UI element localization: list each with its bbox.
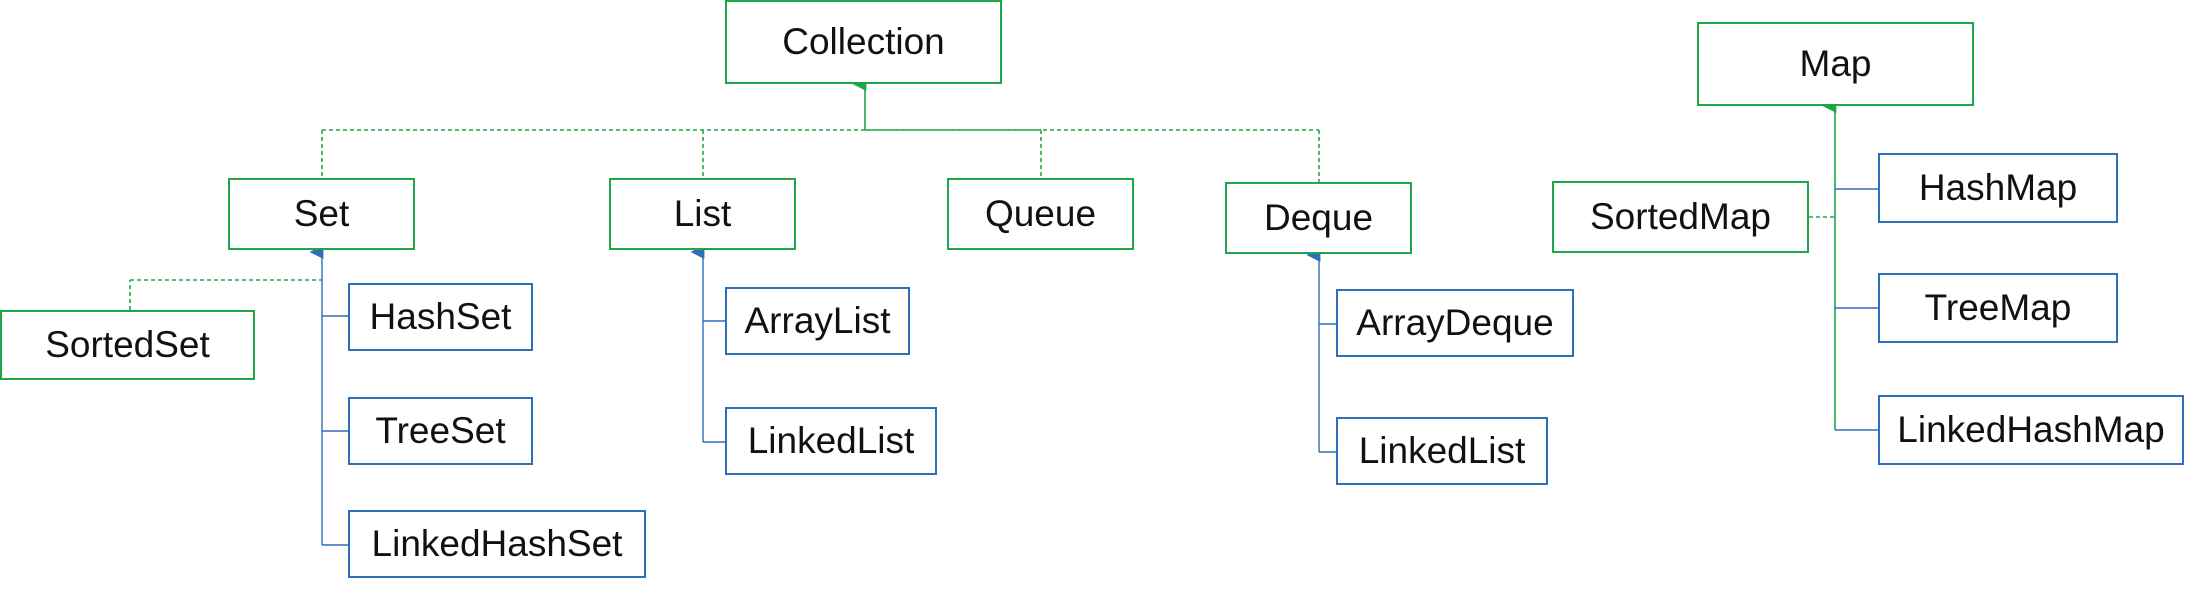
node-arraydeque: ArrayDeque	[1336, 289, 1574, 357]
node-linkedlist-list: LinkedList	[725, 407, 937, 475]
node-linkedlist-deque: LinkedList	[1336, 417, 1548, 485]
node-map: Map	[1697, 22, 1974, 106]
node-set: Set	[228, 178, 415, 250]
node-linkedhashmap: LinkedHashMap	[1878, 395, 2184, 465]
node-linkedhashset: LinkedHashSet	[348, 510, 646, 578]
node-queue: Queue	[947, 178, 1134, 250]
node-treemap: TreeMap	[1878, 273, 2118, 343]
set-connectors	[309, 245, 348, 546]
node-deque: Deque	[1225, 182, 1412, 254]
node-collection: Collection	[725, 0, 1002, 84]
node-sortedmap: SortedMap	[1552, 181, 1809, 253]
node-sortedset: SortedSet	[0, 310, 255, 380]
deque-connectors	[1306, 248, 1336, 453]
collection-connectors	[129, 77, 1320, 310]
node-list: List	[609, 178, 796, 250]
map-connectors	[1809, 99, 1878, 431]
node-hashset: HashSet	[348, 283, 533, 351]
node-hashmap: HashMap	[1878, 153, 2118, 223]
node-treeset: TreeSet	[348, 397, 533, 465]
list-connectors	[690, 245, 725, 443]
node-arraylist: ArrayList	[725, 287, 910, 355]
